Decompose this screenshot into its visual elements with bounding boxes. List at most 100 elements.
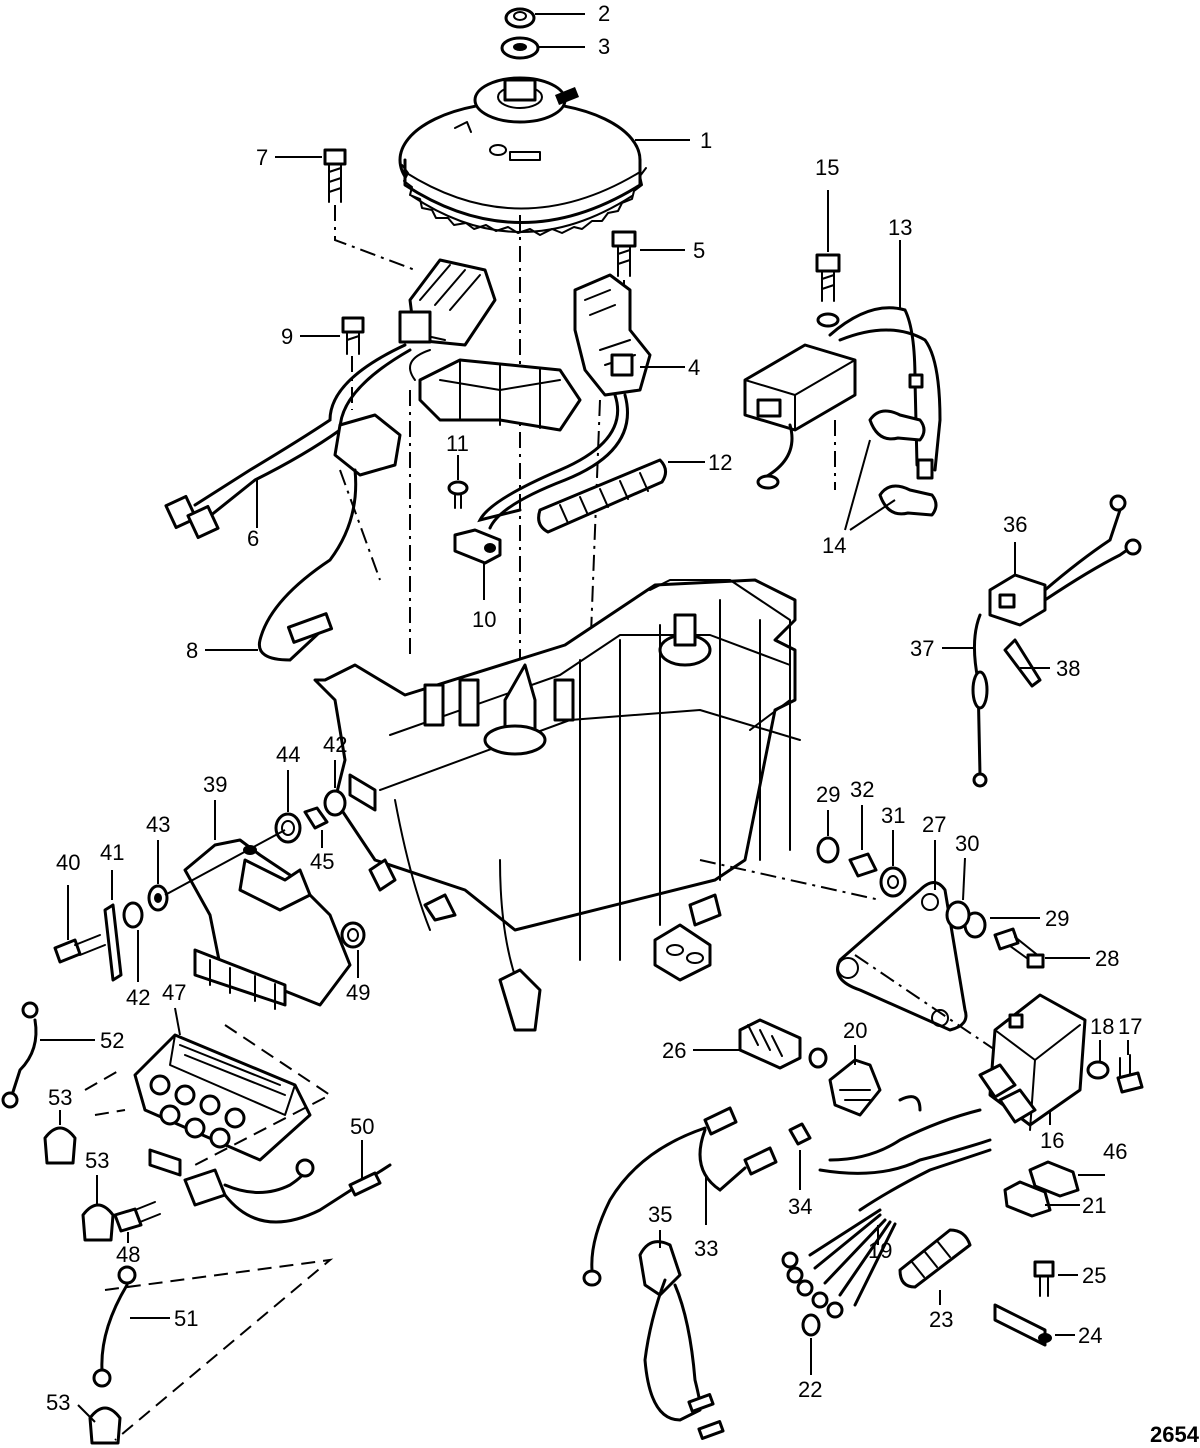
callout-15: 15 xyxy=(815,155,839,180)
callout-41: 41 xyxy=(100,840,124,865)
callout-25: 25 xyxy=(1082,1263,1106,1288)
screw-5 xyxy=(611,230,637,277)
switch-26 xyxy=(738,1018,802,1070)
throttle-link-27 xyxy=(836,881,968,1032)
callout-2: 2 xyxy=(598,1,610,26)
grommet-22 xyxy=(801,1313,821,1337)
nut-30 xyxy=(945,900,971,930)
callout-28: 28 xyxy=(1095,946,1119,971)
callout-38: 38 xyxy=(1056,656,1080,681)
callout-20: 20 xyxy=(843,1018,867,1043)
callout-1: 1 xyxy=(700,128,712,153)
callout-10: 10 xyxy=(472,607,496,632)
callout-29-b: 29 xyxy=(1045,906,1069,931)
sleeve-12 xyxy=(537,458,667,534)
ground-strap-24 xyxy=(993,1303,1052,1347)
screw-40 xyxy=(53,934,106,964)
callout-48: 48 xyxy=(116,1242,140,1267)
callout-36: 36 xyxy=(1003,512,1027,537)
sleeve-23 xyxy=(898,1228,972,1289)
callout-18: 18 xyxy=(1090,1014,1114,1039)
connector-36 xyxy=(988,494,1142,627)
callout-39: 39 xyxy=(203,772,227,797)
callout-35: 35 xyxy=(648,1202,672,1227)
sensor-35 xyxy=(638,1240,725,1440)
flywheel-nut xyxy=(504,7,536,29)
screw-15 xyxy=(815,253,841,328)
callout-29-a: 29 xyxy=(816,782,840,807)
bracket-8-ground xyxy=(257,413,402,662)
wire-harness-19 xyxy=(781,1095,992,1319)
callout-32: 32 xyxy=(850,777,874,802)
callout-33: 33 xyxy=(694,1236,718,1261)
callout-7: 7 xyxy=(256,145,268,170)
callout-5: 5 xyxy=(693,238,705,263)
flywheel xyxy=(398,76,647,236)
power-head-block xyxy=(313,578,801,1032)
callout-42-b: 42 xyxy=(126,985,150,1010)
screw-48 xyxy=(113,1201,161,1233)
callout-27: 27 xyxy=(922,812,946,837)
callout-47: 47 xyxy=(162,980,186,1005)
callout-46: 46 xyxy=(1103,1139,1127,1164)
callout-23: 23 xyxy=(929,1307,953,1332)
callout-49: 49 xyxy=(346,980,370,1005)
horn-20 xyxy=(808,1047,882,1117)
callout-44: 44 xyxy=(276,742,300,767)
callout-53-a: 53 xyxy=(48,1085,72,1110)
clamp-10 xyxy=(453,528,502,565)
callout-22: 22 xyxy=(798,1377,822,1402)
bushing-32 xyxy=(848,852,878,878)
callout-42-a: 42 xyxy=(323,732,347,757)
spacer-45 xyxy=(303,806,329,830)
callout-6: 6 xyxy=(247,526,259,551)
ground-lead-51 xyxy=(92,1265,137,1388)
switch-box-16 xyxy=(978,993,1087,1131)
callout-45: 45 xyxy=(310,849,334,874)
ignition-module-center xyxy=(409,349,582,432)
callout-24: 24 xyxy=(1078,1323,1102,1348)
clip-38 xyxy=(1003,638,1042,688)
callout-37: 37 xyxy=(910,636,934,661)
terminal-cap-53 xyxy=(43,1126,122,1445)
screw-21 xyxy=(1003,1180,1052,1218)
cap-34 xyxy=(788,1122,812,1146)
spark-plug-cap xyxy=(868,373,938,517)
callout-16: 16 xyxy=(1040,1128,1064,1153)
charge-coil xyxy=(164,258,497,540)
washer-41 xyxy=(103,903,123,982)
callout-53-c: 53 xyxy=(46,1390,70,1415)
callout-4: 4 xyxy=(688,355,700,380)
ground-lead-52 xyxy=(1,1001,39,1109)
callout-8: 8 xyxy=(186,638,198,663)
harness-50 xyxy=(183,1158,392,1224)
callout-12: 12 xyxy=(708,450,732,475)
washer-18 xyxy=(1086,1060,1110,1080)
callout-30: 30 xyxy=(955,831,979,856)
callout-40: 40 xyxy=(56,850,80,875)
callout-51: 51 xyxy=(174,1306,198,1331)
callout-52: 52 xyxy=(100,1028,124,1053)
callout-11: 11 xyxy=(446,431,469,456)
screw-46 xyxy=(1028,1160,1080,1198)
callout-14: 14 xyxy=(822,533,846,558)
flywheel-washer xyxy=(500,36,540,60)
screw-7 xyxy=(323,148,347,203)
callout-34: 34 xyxy=(788,1194,812,1219)
screw-28 xyxy=(993,927,1045,969)
callout-21: 21 xyxy=(1082,1193,1106,1218)
callout-9: 9 xyxy=(281,324,293,349)
callout-17: 17 xyxy=(1118,1014,1142,1039)
lead-37 xyxy=(971,613,989,788)
callout-13: 13 xyxy=(888,215,912,240)
screw-11 xyxy=(447,480,469,509)
trigger-coil xyxy=(477,273,652,530)
lead-33 xyxy=(582,1106,778,1287)
callout-43: 43 xyxy=(146,812,170,837)
callout-labels: 1 2 3 4 5 6 7 8 9 10 11 12 13 14 15 16 1… xyxy=(46,1,1142,1415)
callout-3: 3 xyxy=(598,34,610,59)
washer-43 xyxy=(147,884,169,912)
callout-26: 26 xyxy=(662,1038,686,1063)
callout-50: 50 xyxy=(350,1114,374,1139)
